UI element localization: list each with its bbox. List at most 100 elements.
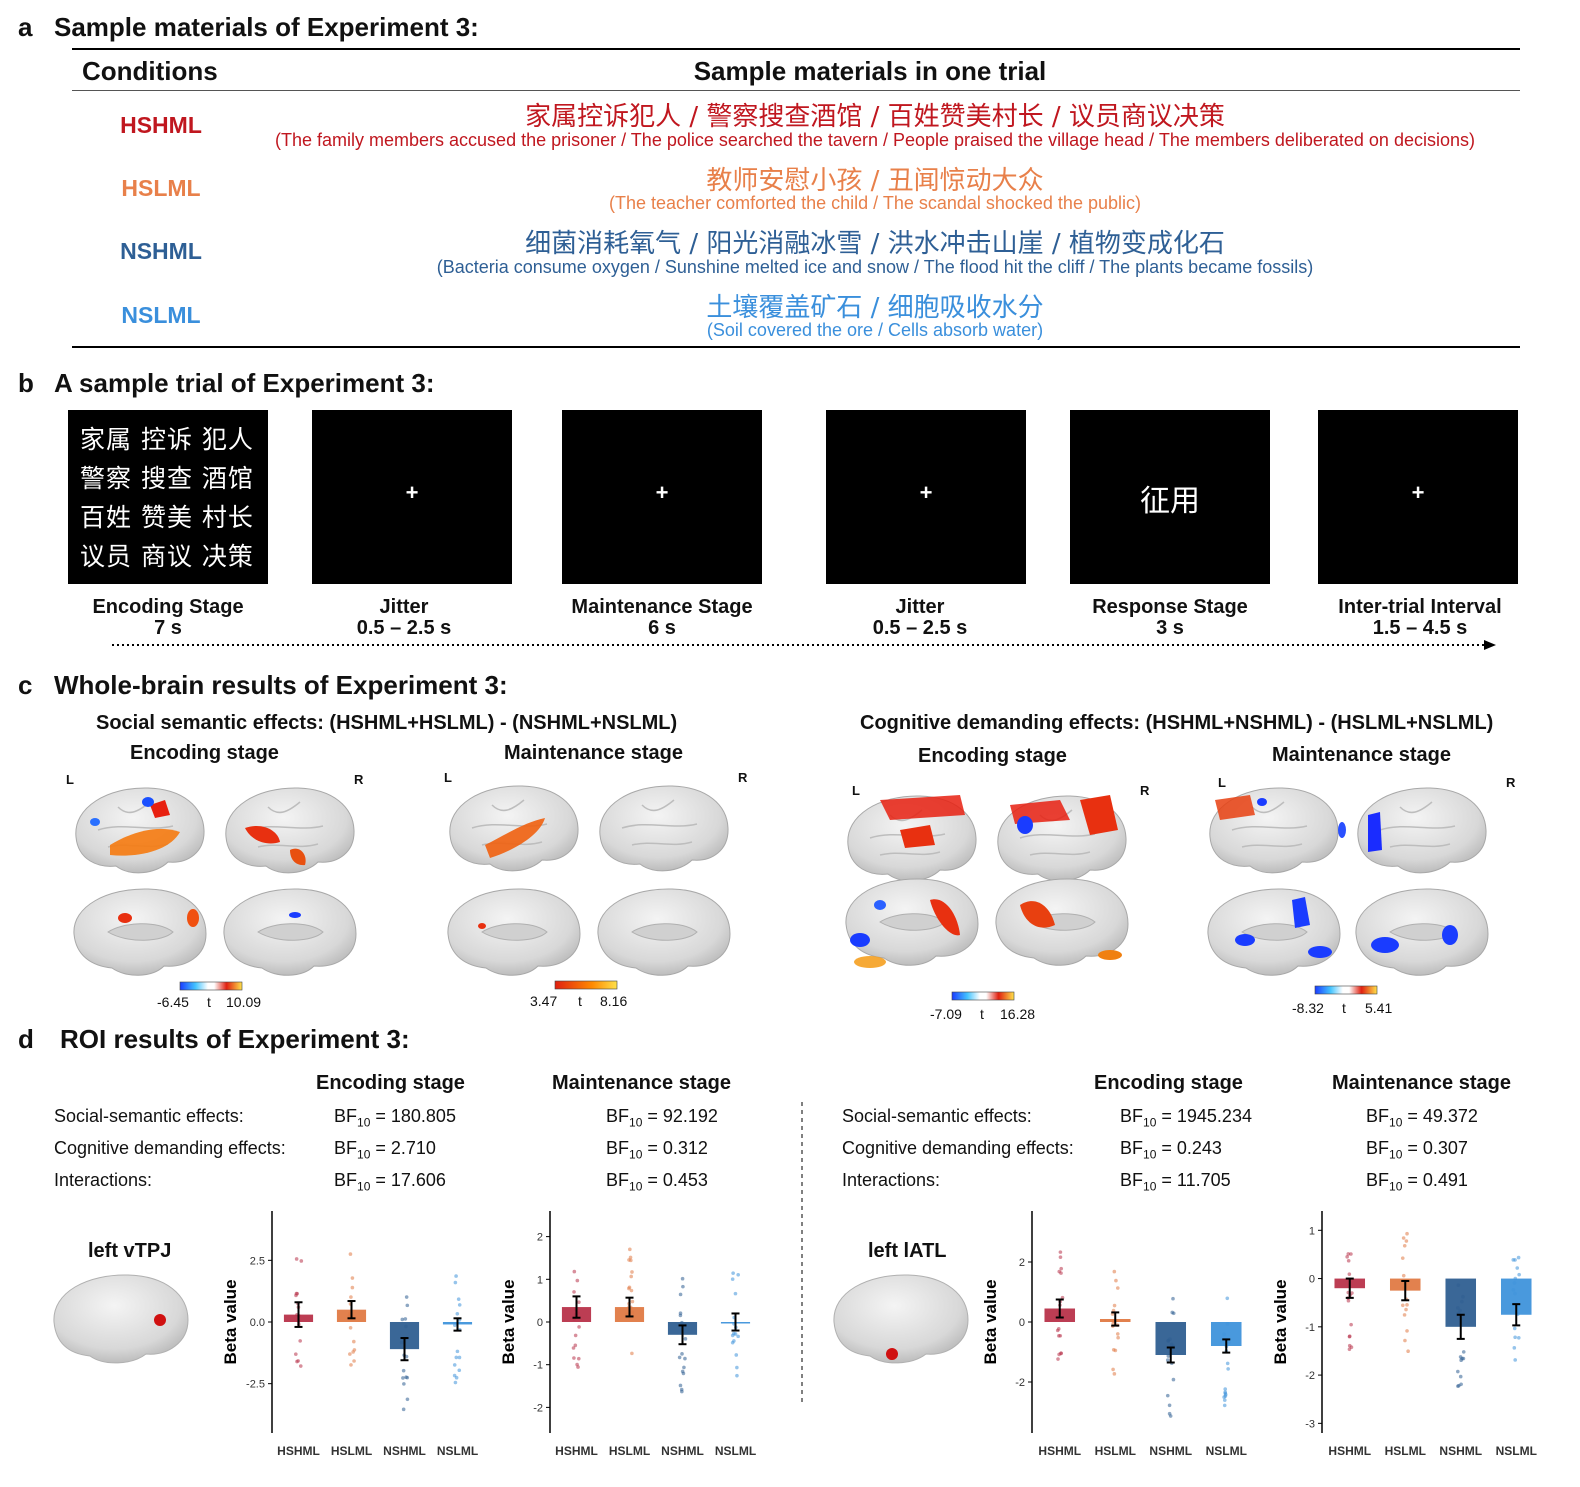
bayes-factor: BF10 = 0.491 — [1366, 1170, 1468, 1194]
data-point — [1405, 1303, 1409, 1307]
panel-a-title: Sample materials of Experiment 3: — [54, 12, 479, 42]
panel-a-letter: a — [18, 12, 33, 42]
data-point — [1459, 1382, 1463, 1387]
data-point — [630, 1310, 635, 1314]
data-point — [454, 1355, 459, 1360]
bayes-factor: BF10 = 1945.234 — [1120, 1106, 1252, 1130]
data-point — [1225, 1296, 1230, 1301]
jitter-screen: + — [826, 410, 1026, 584]
data-point — [1401, 1236, 1406, 1240]
data-point — [677, 1355, 682, 1360]
condition-label: HSLML — [121, 175, 201, 201]
data-point — [573, 1343, 578, 1348]
data-point — [348, 1352, 352, 1356]
fixation-cross: + — [1411, 480, 1425, 505]
data-point — [1058, 1255, 1063, 1259]
data-point — [1512, 1346, 1517, 1350]
panel-divider — [801, 1102, 803, 1402]
category-label: HSLML — [331, 1444, 372, 1458]
y-axis-label: Beta value — [222, 1279, 240, 1364]
data-point — [1058, 1334, 1063, 1338]
data-point — [629, 1258, 633, 1263]
data-point — [404, 1295, 409, 1299]
bayes-factor: BF10 = 2.710 — [334, 1138, 436, 1162]
data-point — [680, 1352, 684, 1356]
data-point — [400, 1317, 405, 1322]
stage-name: Response Stage — [1092, 596, 1248, 618]
data-point — [405, 1303, 410, 1308]
data-point — [1349, 1252, 1353, 1256]
data-point — [1222, 1398, 1227, 1402]
y-tick-label: 0 — [1019, 1317, 1025, 1329]
data-point — [1057, 1352, 1061, 1357]
data-point — [1458, 1308, 1462, 1313]
data-point — [452, 1363, 457, 1367]
data-point — [1511, 1258, 1516, 1262]
data-point — [1225, 1361, 1230, 1366]
data-point — [456, 1297, 461, 1301]
data-point — [299, 1259, 304, 1263]
y-tick-label: -2 — [1305, 1370, 1315, 1382]
bayes-factor: BF10 = 0.453 — [606, 1170, 708, 1194]
data-point — [1513, 1335, 1517, 1340]
data-point — [1401, 1273, 1406, 1278]
data-point — [453, 1280, 458, 1285]
encoding-line: 警察 搜查 酒馆 — [80, 464, 254, 493]
data-point — [1516, 1335, 1521, 1340]
data-point — [1456, 1369, 1460, 1374]
stage-duration: 7 s — [154, 617, 182, 639]
right-hemisphere-label: R — [1506, 775, 1516, 790]
data-point — [1402, 1243, 1407, 1248]
data-point — [680, 1320, 684, 1325]
panel-d-title: ROI results of Experiment 3: — [60, 1024, 410, 1054]
effect-label: Social-semantic effects: — [54, 1106, 244, 1126]
data-point — [678, 1383, 683, 1388]
data-point — [402, 1382, 406, 1386]
table-top-rule — [72, 48, 1520, 50]
bayes-factor: BF10 = 11.705 — [1120, 1170, 1231, 1194]
stage-name: Encoding Stage — [92, 596, 244, 618]
data-point — [1346, 1252, 1351, 1256]
data-point — [1112, 1372, 1117, 1376]
data-point — [1517, 1272, 1521, 1277]
data-point — [572, 1290, 576, 1294]
data-point — [625, 1312, 629, 1317]
colorbar-min: -8.32 — [1292, 1000, 1324, 1016]
colorbar-t: t — [1342, 1000, 1346, 1016]
category-label: NSLML — [437, 1444, 478, 1458]
data-point — [735, 1365, 739, 1370]
data-point — [1223, 1387, 1228, 1391]
stage-duration: 0.5 – 2.5 s — [356, 617, 452, 639]
data-point — [1056, 1357, 1060, 1361]
data-point — [454, 1274, 458, 1278]
response-screen: 征用 — [1070, 410, 1270, 584]
data-point — [1058, 1250, 1063, 1254]
stage-label: Inter-trial Interval 1.5 – 4.5 s — [1310, 597, 1530, 639]
category-label: NSLML — [715, 1444, 756, 1458]
y-tick-label: 1 — [537, 1274, 543, 1286]
data-point — [575, 1362, 579, 1367]
data-point — [1511, 1287, 1516, 1292]
data-point — [401, 1407, 406, 1412]
data-point — [1114, 1278, 1118, 1283]
colorbar-max: 10.09 — [226, 994, 262, 1010]
data-point — [352, 1339, 356, 1344]
data-point — [1167, 1411, 1172, 1416]
maintenance-screen: + — [562, 410, 762, 584]
condition-label: NSLML — [121, 302, 201, 328]
data-point — [403, 1317, 408, 1321]
data-point — [1056, 1327, 1061, 1331]
roi-name: left lATL — [868, 1240, 947, 1262]
data-point — [1458, 1374, 1463, 1379]
category-label: NSLML — [1496, 1444, 1537, 1458]
data-point — [730, 1333, 735, 1338]
data-point — [1460, 1299, 1464, 1304]
data-point — [1461, 1294, 1465, 1299]
data-point — [678, 1311, 683, 1316]
data-point — [352, 1359, 356, 1363]
data-point — [1168, 1337, 1172, 1341]
data-point — [577, 1325, 581, 1329]
